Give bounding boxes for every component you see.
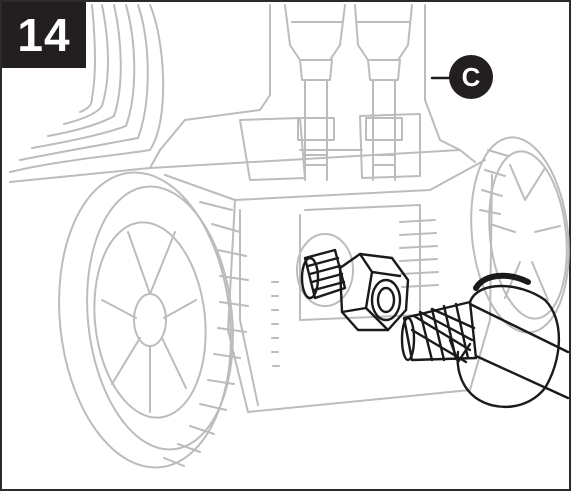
rear-wheel [470, 136, 570, 334]
hex-coupling-nut [338, 252, 410, 332]
step-number-badge: 14 [2, 2, 86, 68]
front-wheel [58, 171, 249, 469]
clockwise-rotation-arrow-icon [448, 272, 561, 409]
threaded-fitting [300, 248, 347, 300]
callout-label-badge: C [449, 55, 493, 99]
nozzle-holders [284, 4, 413, 181]
hose-reel [9, 4, 165, 183]
outlet-socket [296, 233, 354, 307]
hose-end [400, 300, 570, 400]
